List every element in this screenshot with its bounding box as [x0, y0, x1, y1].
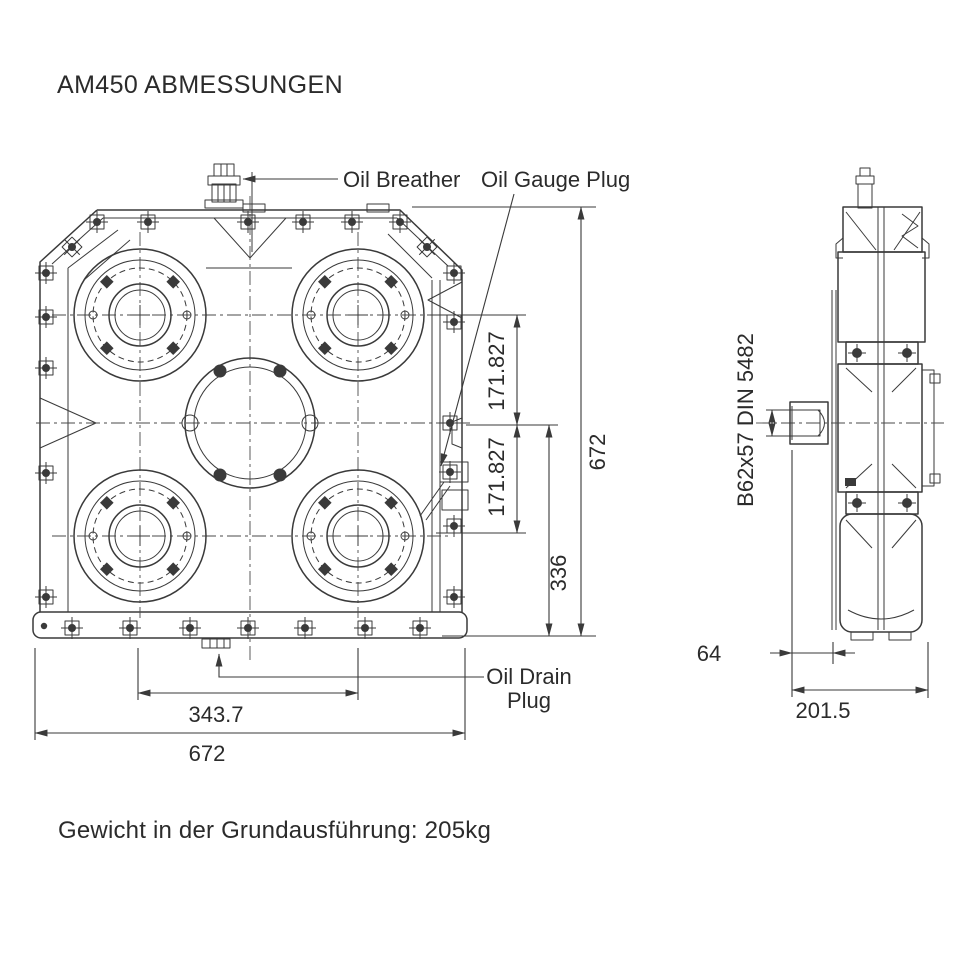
- oil-breather: [204, 163, 253, 252]
- label-oil-breather: Oil Breather: [343, 167, 460, 192]
- dim-shaft-spacing: 343.7: [188, 702, 243, 727]
- dim-total-depth: 201.5: [795, 698, 850, 723]
- oil-gauge-plug: [419, 411, 469, 521]
- dim-total-width: 672: [189, 741, 226, 766]
- side-view: [756, 167, 944, 641]
- dim-upper-shaft-to-center: 171.827: [484, 331, 509, 411]
- spline-shaft: [756, 401, 944, 445]
- center-flange: [181, 357, 319, 489]
- dimension-lines: [34, 206, 929, 740]
- drawing-title: AM450 ABMESSUNGEN: [57, 71, 343, 99]
- label-oil-drain-line1: Oil Drain: [486, 664, 572, 689]
- front-view: [32, 163, 470, 664]
- dim-center-to-lower-shaft: 171.827: [484, 437, 509, 517]
- label-oil-gauge-plug: Oil Gauge Plug: [481, 167, 630, 192]
- oil-drain-plug: [201, 638, 231, 649]
- dim-total-height: 672: [585, 434, 610, 471]
- dim-center-height: 336: [546, 555, 571, 592]
- weight-note: Gewicht in der Grundausführung: 205kg: [58, 817, 491, 844]
- leader-lines: [215, 175, 515, 678]
- label-oil-drain-line2: Plug: [507, 688, 551, 713]
- dim-shaft-protrusion: 64: [697, 641, 721, 666]
- dim-spline-spec: B62x57 DIN 5482: [733, 333, 758, 507]
